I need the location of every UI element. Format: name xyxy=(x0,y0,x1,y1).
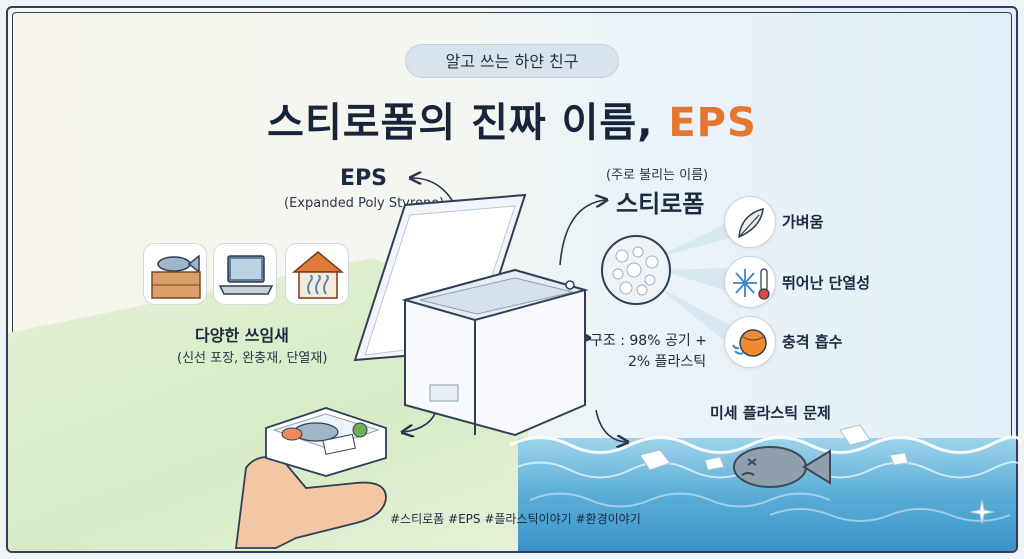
structure-line-1: 구조 : 98% 공기 + xyxy=(590,333,707,349)
hands-food-tray-graphic xyxy=(234,407,387,549)
insulation-circle xyxy=(724,256,776,308)
alias-caption: (주로 불리는 이름) xyxy=(606,168,709,183)
feather-circle xyxy=(724,196,776,248)
property-shock-absorb: 충격 흡수 xyxy=(782,333,843,351)
feather-icon xyxy=(738,207,764,239)
microplastic-label: 미세 플라스틱 문제 xyxy=(710,404,831,422)
hashtags: #스티로폼 #EPS #플라스틱이야기 #환경이야기 xyxy=(390,512,641,526)
structure-line-2: 2% 플라스틱 xyxy=(628,354,707,370)
eps-label: EPS xyxy=(340,166,387,191)
title-main: 스티로폼의 진짜 이름, xyxy=(267,100,654,146)
house-tile xyxy=(285,243,349,305)
laptop-tile xyxy=(213,243,277,305)
sad-fish-icon xyxy=(733,446,831,488)
property-light: 가벼움 xyxy=(782,213,824,231)
bead-closeup-icon xyxy=(601,235,671,305)
uses-title: 다양한 쓰임새 xyxy=(195,326,289,345)
impact-circle xyxy=(724,316,776,368)
house-heat-icon xyxy=(291,251,345,299)
page-title: 스티로폼의 진짜 이름, EPS xyxy=(0,90,1024,148)
snowflake-thermometer-icon xyxy=(733,268,770,300)
uses-detail: (신선 포장, 완충재, 단열재) xyxy=(177,351,328,366)
sparkle-icon xyxy=(969,499,995,525)
subtitle-pill: 알고 쓰는 하얀 친구 xyxy=(405,44,619,78)
alias-name: 스티로폼 xyxy=(616,190,705,218)
title-accent: EPS xyxy=(668,100,757,146)
ball-impact-icon xyxy=(732,329,767,357)
fish-crate-icon xyxy=(151,254,201,299)
fish-crate-tile xyxy=(143,243,207,305)
laptop-icon xyxy=(218,255,274,295)
property-insulation: 뛰어난 단열성 xyxy=(782,274,871,292)
eps-box-graphic xyxy=(353,193,589,437)
